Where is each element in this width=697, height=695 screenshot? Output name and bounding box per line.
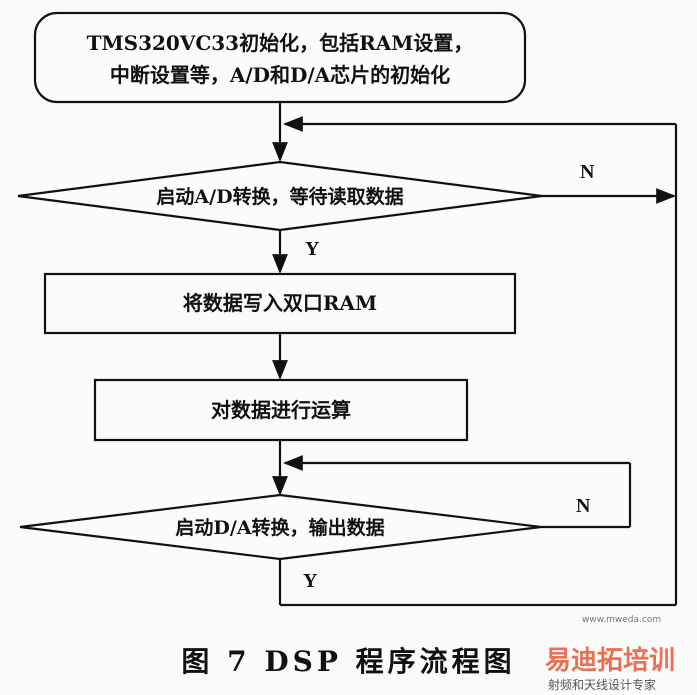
watermark-tagline: 射频和天线设计专家: [548, 678, 657, 692]
init-text-line1: TMS320VC33初始化，包括RAM设置，: [87, 31, 474, 55]
ad-no-label: N: [580, 161, 595, 183]
watermark-site: www.mweda.com: [582, 615, 662, 625]
init-text-line2: 中断设置等，A/D和D/A芯片的初始化: [110, 63, 450, 87]
figure-caption: 图 7 DSP 程序流程图: [181, 645, 516, 678]
watermark-logo: 易迪拓培训: [545, 646, 676, 676]
da-no-label: N: [576, 495, 591, 517]
compute-text: 对数据进行运算: [211, 398, 351, 422]
ad-decision-text: 启动A/D转换，等待读取数据: [156, 185, 403, 208]
init-box: [33, 11, 527, 104]
da-yes-label: Y: [303, 570, 318, 592]
ad-yes-label: Y: [305, 238, 320, 260]
write-ram-text: 将数据写入双口RAM: [183, 291, 377, 315]
da-decision-text: 启动D/A转换，输出数据: [175, 516, 384, 539]
